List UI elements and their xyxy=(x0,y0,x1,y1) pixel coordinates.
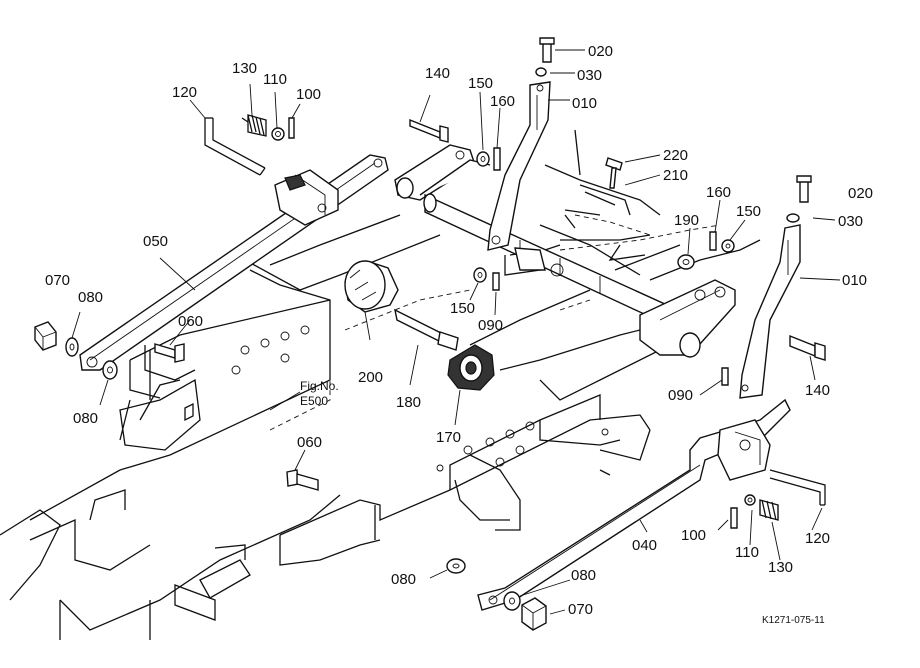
callout-010: 010 xyxy=(842,272,867,289)
callout-080: 080 xyxy=(571,567,596,584)
callout-labels: 020 030 010 140 150 160 130 110 100 120 … xyxy=(45,43,873,626)
figure-number-line2: E500 xyxy=(300,394,328,408)
callout-010: 010 xyxy=(572,95,597,112)
callout-110: 110 xyxy=(263,71,287,88)
callout-030: 030 xyxy=(577,67,602,84)
lift-link-left xyxy=(79,154,389,371)
callout-160: 160 xyxy=(490,93,515,110)
nut-washer-left xyxy=(34,321,118,380)
callout-140: 140 xyxy=(805,382,830,399)
bolt-and-wire xyxy=(564,157,631,229)
callout-080: 080 xyxy=(78,289,103,306)
callout-020: 020 xyxy=(848,185,873,202)
callout-150: 150 xyxy=(736,203,761,220)
callout-100: 100 xyxy=(681,527,706,544)
drawing-code: K1271-075-11 xyxy=(762,615,825,626)
lift-link-right xyxy=(477,398,826,611)
gear-assembly xyxy=(344,260,495,391)
chassis-frame xyxy=(0,129,761,640)
lift-rod-left xyxy=(204,117,266,176)
callout-070: 070 xyxy=(45,272,70,289)
callout-150: 150 xyxy=(468,75,493,92)
callout-200: 200 xyxy=(358,369,383,386)
callout-040: 040 xyxy=(632,537,657,554)
lift-arm-upper xyxy=(487,37,555,251)
callout-050: 050 xyxy=(143,233,168,250)
callout-080: 080 xyxy=(73,410,98,427)
callout-180: 180 xyxy=(396,394,421,411)
spring-left xyxy=(241,114,295,141)
callout-190: 190 xyxy=(674,212,699,229)
callout-120: 120 xyxy=(172,84,197,101)
callout-220: 220 xyxy=(663,147,688,164)
callout-130: 130 xyxy=(768,559,793,576)
callout-160: 160 xyxy=(706,184,731,201)
callout-060: 060 xyxy=(178,313,203,330)
callout-090: 090 xyxy=(478,317,503,334)
callout-210: 210 xyxy=(663,167,688,184)
bolt-060-right xyxy=(286,469,319,491)
callout-060: 060 xyxy=(297,434,322,451)
callout-110: 110 xyxy=(735,544,759,561)
leader-lines xyxy=(71,49,841,615)
callout-030: 030 xyxy=(838,213,863,230)
callout-150: 150 xyxy=(450,300,475,317)
small-pins xyxy=(473,147,735,386)
callout-100: 100 xyxy=(296,86,321,103)
callout-090: 090 xyxy=(668,387,693,404)
lift-arm-right xyxy=(739,175,826,399)
bolt-060-left xyxy=(149,343,185,400)
callout-080: 080 xyxy=(391,571,416,588)
callout-170: 170 xyxy=(436,429,461,446)
figure-number-line1: Fig.No. xyxy=(300,379,339,393)
callout-020: 020 xyxy=(588,43,613,60)
callout-070: 070 xyxy=(568,601,593,618)
nut-washer-right xyxy=(446,558,547,631)
callout-120: 120 xyxy=(805,530,830,547)
callout-130: 130 xyxy=(232,60,257,77)
callout-140: 140 xyxy=(425,65,450,82)
